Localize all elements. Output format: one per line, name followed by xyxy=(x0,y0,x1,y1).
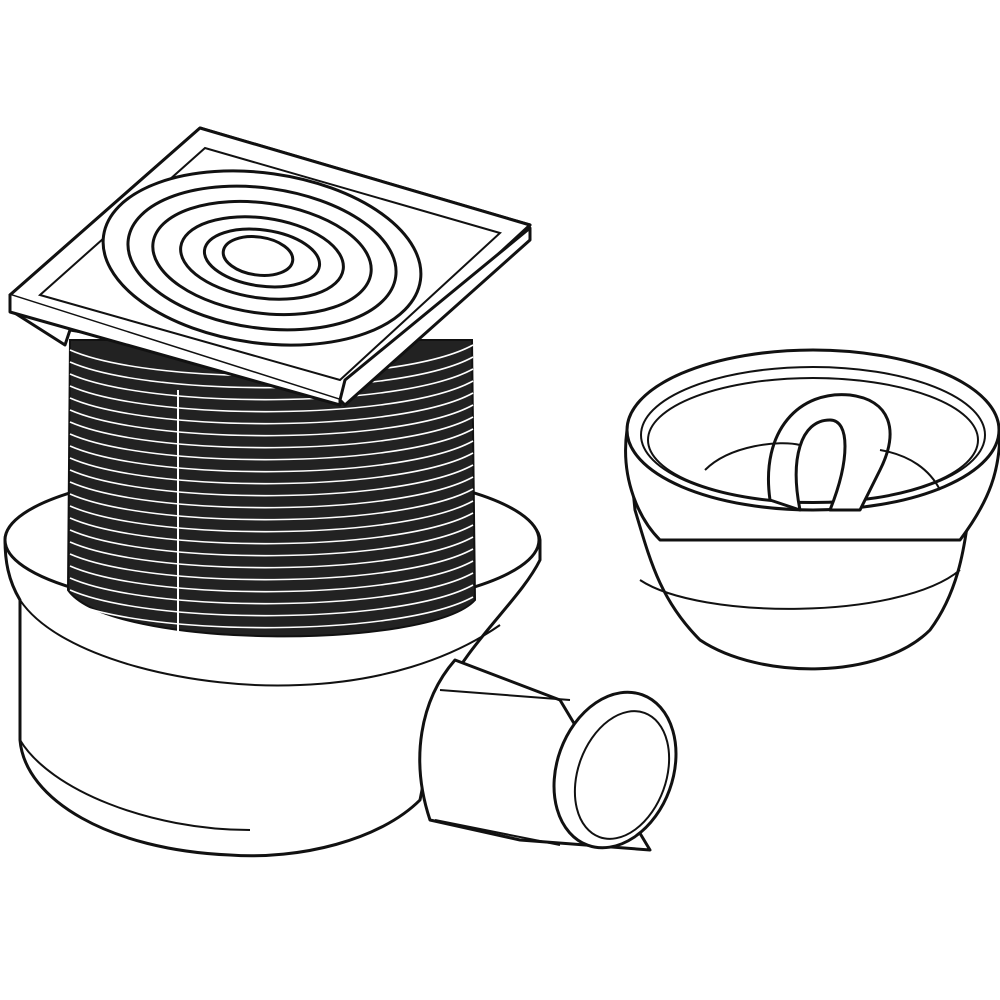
rib-line xyxy=(69,464,474,497)
rib-line xyxy=(69,536,474,569)
rib-line xyxy=(69,548,474,581)
rib-line xyxy=(69,428,474,461)
rib-line xyxy=(69,416,474,449)
square-grate xyxy=(8,126,532,407)
rib-line xyxy=(69,476,474,509)
rib-line xyxy=(69,392,474,425)
rib-line xyxy=(69,452,474,485)
odour-trap-insert xyxy=(624,348,1000,671)
rib-line xyxy=(69,584,474,617)
rib-line xyxy=(69,380,474,413)
grate-rings xyxy=(101,169,423,347)
height-extension xyxy=(66,339,477,640)
outlet-pipe xyxy=(418,658,678,852)
rib-line xyxy=(69,524,474,557)
rib-line xyxy=(69,512,474,545)
rib-line xyxy=(69,596,474,629)
rib-line xyxy=(69,368,474,401)
rib-line xyxy=(69,500,474,533)
rib-line xyxy=(69,560,474,593)
rib-line xyxy=(69,440,474,473)
rib-line xyxy=(69,404,474,437)
rib-line xyxy=(69,488,474,521)
rib-line xyxy=(69,572,474,605)
